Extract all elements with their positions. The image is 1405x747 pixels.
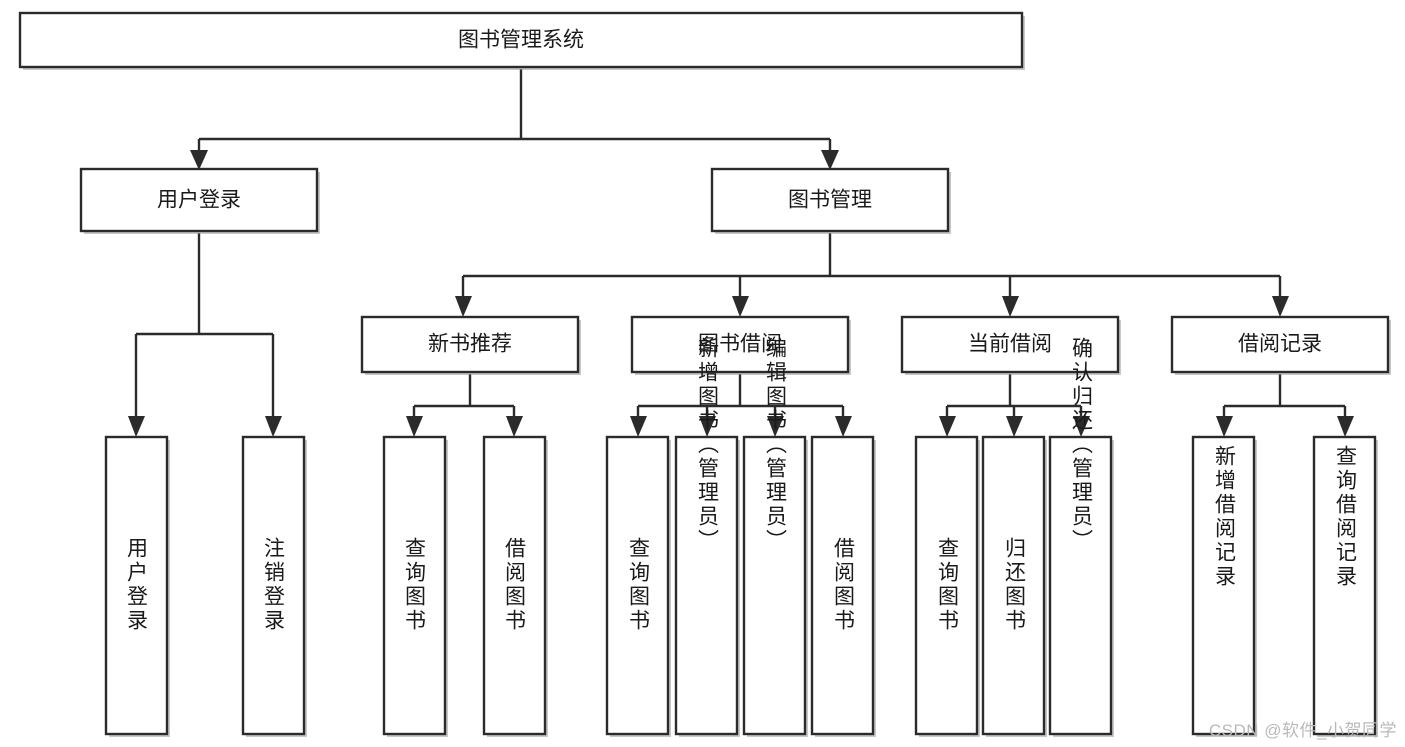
root-node-label: 图书管理系统	[458, 29, 584, 52]
leaf-bb-3-label: 编辑图书（管理员）	[764, 337, 788, 553]
leaf-currentborrow-return[interactable]: 归还图书	[981, 435, 1047, 737]
leaf-cb-3-label: 确认归还（管理员）	[1070, 337, 1094, 553]
arrow-br-leaf2	[1337, 416, 1354, 437]
current-borrow-label: 当前借阅	[968, 333, 1052, 356]
arrow-nb-leaf2	[506, 416, 523, 437]
leaf-ul-1-box[interactable]	[104, 435, 169, 736]
borrow-record-label: 借阅记录	[1238, 333, 1322, 356]
node-borrow-record[interactable]: 借阅记录	[1170, 315, 1391, 375]
root-node-box[interactable]	[18, 11, 1024, 69]
user-login-label: 用户登录	[157, 189, 241, 212]
arrow-br-leaf1	[1216, 416, 1233, 437]
node-new-book-recommend[interactable]: 新书推荐	[360, 315, 581, 375]
leaf-nb-2-label: 借阅图书	[503, 537, 527, 633]
arrow-leaf-user-login	[128, 416, 145, 437]
leaf-cb-1-label: 查询图书	[936, 537, 960, 633]
new-book-recommend-label: 新书推荐	[428, 333, 512, 356]
arrow-new-book	[455, 296, 472, 317]
leaf-borrowrecord-query[interactable]: 查询借阅记录	[1312, 435, 1378, 737]
borrow-record-box[interactable]	[1170, 315, 1390, 374]
leaf-cb-2-box[interactable]	[981, 435, 1046, 736]
arrow-leaf-logout	[265, 416, 282, 437]
arrow-borrow-record	[1272, 296, 1289, 317]
arrow-current-borrow	[1002, 296, 1019, 317]
leaf-ul-2-label: 注销登录	[262, 537, 286, 633]
arrow-bb-leaf4	[835, 416, 852, 437]
new-book-recommend-box[interactable]	[360, 315, 580, 374]
leaf-ul-2-box[interactable]	[241, 435, 306, 736]
leaf-bb-4-box[interactable]	[810, 435, 875, 736]
leaf-bookborrow-borrow[interactable]: 借阅图书	[810, 435, 876, 737]
leaf-bb-2-box[interactable]	[674, 435, 739, 736]
leaf-currentborrow-confirm[interactable]: 确认归还（管理员）	[1048, 337, 1114, 737]
leaf-bb-3-box[interactable]	[742, 435, 807, 736]
node-current-borrow[interactable]: 当前借阅	[900, 315, 1121, 375]
leaf-cb-1-box[interactable]	[914, 435, 979, 736]
arrow-bb-leaf2	[699, 416, 716, 437]
arrow-user-login	[190, 150, 208, 170]
leaf-bb-2-label: 新增图书（管理员）	[696, 337, 720, 553]
arrow-book-borrow	[732, 296, 749, 317]
current-borrow-box[interactable]	[900, 315, 1120, 374]
leaf-currentborrow-query[interactable]: 查询图书	[914, 435, 980, 737]
leaf-bookborrow-add[interactable]: 新增图书（管理员）	[674, 337, 740, 737]
leaf-user-login-logout[interactable]: 注销登录	[241, 435, 307, 737]
arrow-cb-leaf2	[1006, 416, 1023, 437]
leaf-bb-1-box[interactable]	[605, 435, 670, 736]
leaf-cb-3-box[interactable]	[1048, 435, 1113, 736]
leaf-nb-1-label: 查询图书	[403, 537, 427, 633]
leaf-br-1-box[interactable]	[1191, 435, 1256, 736]
book-borrow-label: 图书借阅	[698, 333, 782, 356]
leaf-ul-1-label: 用户登录	[125, 537, 149, 633]
arrow-bb-leaf1	[630, 416, 647, 437]
user-login-box[interactable]	[79, 167, 319, 233]
node-book-borrow[interactable]: 图书借阅	[630, 315, 851, 375]
connectors-group	[128, 69, 1354, 437]
node-root-system[interactable]: 图书管理系统	[18, 11, 1025, 70]
leaf-bookborrow-edit[interactable]: 编辑图书（管理员）	[742, 337, 808, 737]
leaf-br-2-label: 查询借阅记录	[1334, 445, 1358, 589]
leaf-bookborrow-query[interactable]: 查询图书	[605, 435, 671, 737]
leaf-br-1-label: 新增借阅记录	[1213, 445, 1237, 589]
arrow-book-mgmt	[821, 150, 839, 170]
leaf-newbook-borrow[interactable]: 借阅图书	[482, 435, 548, 737]
leaf-bb-4-label: 借阅图书	[832, 537, 856, 633]
arrow-bb-leaf3	[767, 416, 784, 437]
leaf-newbook-query[interactable]: 查询图书	[382, 435, 448, 737]
book-management-label: 图书管理	[788, 189, 872, 212]
leaf-nb-1-box[interactable]	[382, 435, 447, 736]
book-management-box[interactable]	[710, 167, 950, 233]
arrow-nb-leaf1	[406, 416, 423, 437]
leaf-nb-2-box[interactable]	[482, 435, 547, 736]
leaf-cb-2-label: 归还图书	[1003, 537, 1027, 633]
arrow-cb-leaf1	[939, 416, 956, 437]
leaf-br-2-box[interactable]	[1312, 435, 1377, 736]
book-borrow-box[interactable]	[630, 315, 850, 374]
node-user-login[interactable]: 用户登录	[79, 167, 320, 234]
node-book-management[interactable]: 图书管理	[710, 167, 951, 234]
leaf-borrowrecord-add[interactable]: 新增借阅记录	[1191, 435, 1257, 737]
arrow-cb-leaf3	[1073, 416, 1090, 437]
leaf-user-login-login[interactable]: 用户登录	[104, 435, 170, 737]
leaf-bb-1-label: 查询图书	[627, 537, 651, 633]
